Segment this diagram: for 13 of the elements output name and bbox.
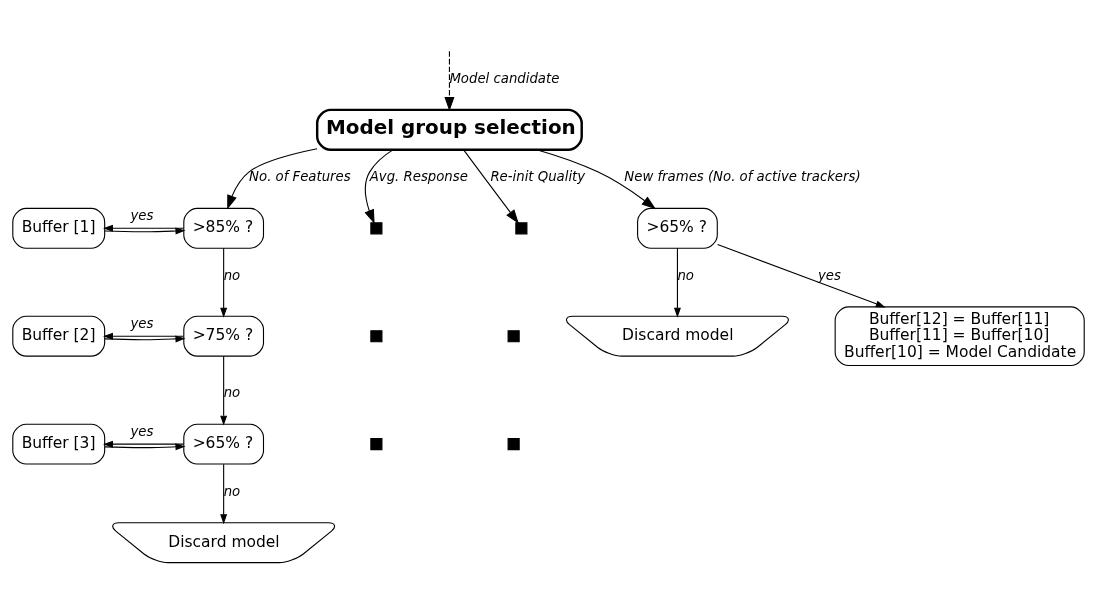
edge-label: Avg. Response <box>369 168 468 184</box>
edge-label: yes <box>818 267 841 283</box>
edge-label: New frames (No. of active trackers) <box>624 168 861 184</box>
edge-label: Model candidate <box>449 70 560 86</box>
edge-label: no <box>223 483 241 499</box>
edge-label: no <box>223 267 241 283</box>
edge-label: No. of Features <box>249 168 351 184</box>
edge-label: yes <box>130 423 154 439</box>
edge-label: yes <box>130 315 154 331</box>
edge-label: yes <box>130 207 154 223</box>
edge-label: no <box>677 267 694 283</box>
edge-label: Re-init Quality <box>490 168 586 184</box>
edge-label: no <box>223 384 241 400</box>
